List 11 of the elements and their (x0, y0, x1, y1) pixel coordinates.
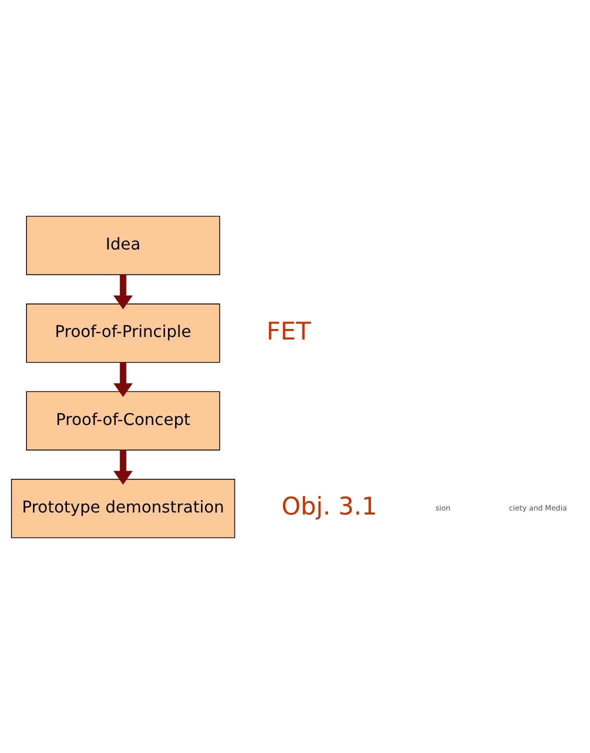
node-box: Idea (26, 215, 220, 275)
arrow (113, 274, 133, 309)
label: FET (266, 316, 311, 345)
label: ciety and Media (508, 502, 567, 512)
label: sion (436, 502, 450, 512)
node-box: Proof-of-Principle (26, 303, 220, 362)
node-box: Prototype demonstration (11, 478, 236, 538)
arrow (113, 362, 133, 396)
label: Obj. 3.1 (282, 491, 378, 520)
node-box: Proof-of-Concept (26, 390, 220, 450)
arrow (113, 450, 133, 484)
